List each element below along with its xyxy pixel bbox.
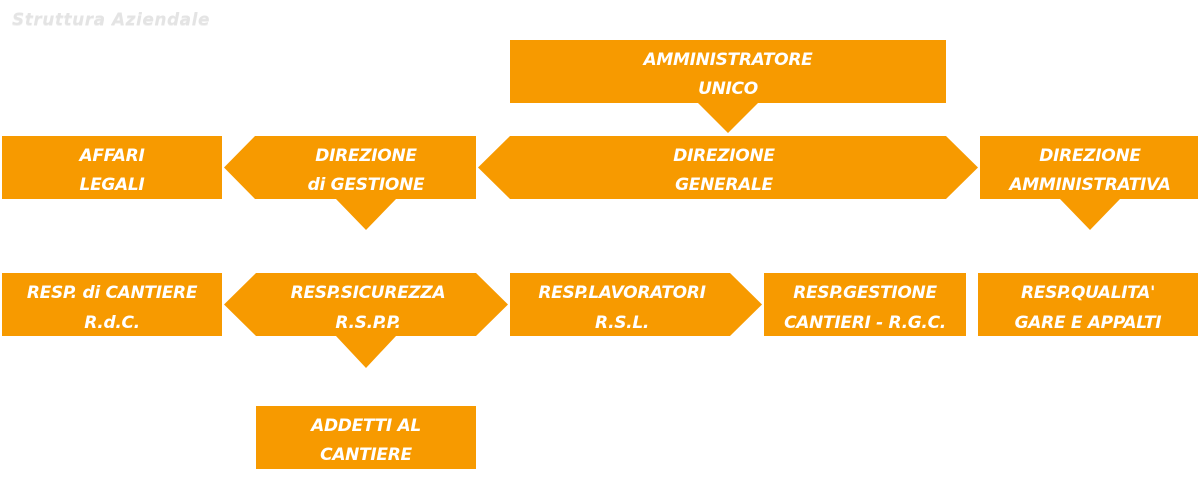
node-addetti-cantiere-shape bbox=[256, 406, 476, 469]
node-resp-qualita-label-2: GARE E APPALTI bbox=[1015, 313, 1162, 333]
node-addetti-cantiere: ADDETTI AL CANTIERE bbox=[256, 406, 476, 469]
node-direzione-amministrativa: DIREZIONE AMMINISTRATIVA bbox=[980, 136, 1198, 230]
node-direzione-amministrativa-shape bbox=[980, 136, 1198, 230]
node-resp-qualita-shape bbox=[978, 273, 1198, 336]
node-affari-legali-label-1: AFFARI bbox=[78, 146, 145, 166]
node-direzione-gestione-label-1: DIREZIONE bbox=[315, 146, 417, 166]
node-resp-lavoratori-shape bbox=[510, 273, 762, 336]
node-resp-gestione-label-1: RESP.GESTIONE bbox=[793, 283, 937, 303]
node-affari-legali-label-2: LEGALI bbox=[80, 175, 145, 195]
node-direzione-generale-label-1: DIREZIONE bbox=[673, 146, 775, 166]
node-direzione-generale: DIREZIONE GENERALE bbox=[478, 136, 978, 199]
node-resp-cantiere-shape bbox=[2, 273, 222, 336]
node-amministratore-label-2: UNICO bbox=[698, 79, 758, 99]
node-resp-sicurezza-label-2: R.S.P.P. bbox=[335, 313, 400, 333]
node-resp-sicurezza-shape bbox=[224, 273, 508, 368]
node-resp-qualita-label-1: RESP.QUALITA' bbox=[1021, 283, 1155, 303]
node-direzione-amministrativa-label-2: AMMINISTRATIVA bbox=[1007, 175, 1170, 195]
node-resp-cantiere: RESP. di CANTIERE R.d.C. bbox=[2, 273, 222, 336]
node-direzione-generale-shape bbox=[478, 136, 978, 199]
node-resp-gestione: RESP.GESTIONE CANTIERI - R.G.C. bbox=[764, 273, 966, 336]
node-resp-qualita: RESP.QUALITA' GARE E APPALTI bbox=[978, 273, 1198, 336]
node-amministratore-label-1: AMMINISTRATORE bbox=[642, 50, 814, 70]
node-direzione-gestione-label-2: di GESTIONE bbox=[308, 175, 425, 195]
node-resp-cantiere-label-1: RESP. di CANTIERE bbox=[27, 283, 198, 303]
node-resp-sicurezza-label-1: RESP.SICUREZZA bbox=[291, 283, 446, 303]
node-resp-lavoratori-label-2: R.S.L. bbox=[595, 313, 649, 333]
node-direzione-gestione: DIREZIONE di GESTIONE bbox=[224, 136, 476, 230]
node-addetti-cantiere-label-2: CANTIERE bbox=[320, 445, 412, 465]
node-affari-legali: AFFARI LEGALI bbox=[2, 136, 222, 199]
node-resp-gestione-label-2: CANTIERI - R.G.C. bbox=[784, 313, 946, 333]
node-amministratore-unico: AMMINISTRATORE UNICO bbox=[510, 40, 946, 133]
node-resp-sicurezza: RESP.SICUREZZA R.S.P.P. bbox=[224, 273, 508, 368]
node-direzione-generale-label-2: GENERALE bbox=[675, 175, 773, 195]
page-title: Struttura Aziendale bbox=[12, 10, 210, 30]
node-affari-legali-shape bbox=[2, 136, 222, 199]
node-direzione-amministrativa-label-1: DIREZIONE bbox=[1039, 146, 1141, 166]
node-resp-cantiere-label-2: R.d.C. bbox=[84, 313, 140, 333]
node-resp-lavoratori-label-1: RESP.LAVORATORI bbox=[538, 283, 705, 303]
node-addetti-cantiere-label-1: ADDETTI AL bbox=[309, 416, 421, 436]
node-amministratore-shape bbox=[510, 40, 946, 133]
node-resp-gestione-shape bbox=[764, 273, 966, 336]
node-resp-lavoratori: RESP.LAVORATORI R.S.L. bbox=[510, 273, 762, 336]
node-direzione-gestione-shape bbox=[224, 136, 476, 230]
